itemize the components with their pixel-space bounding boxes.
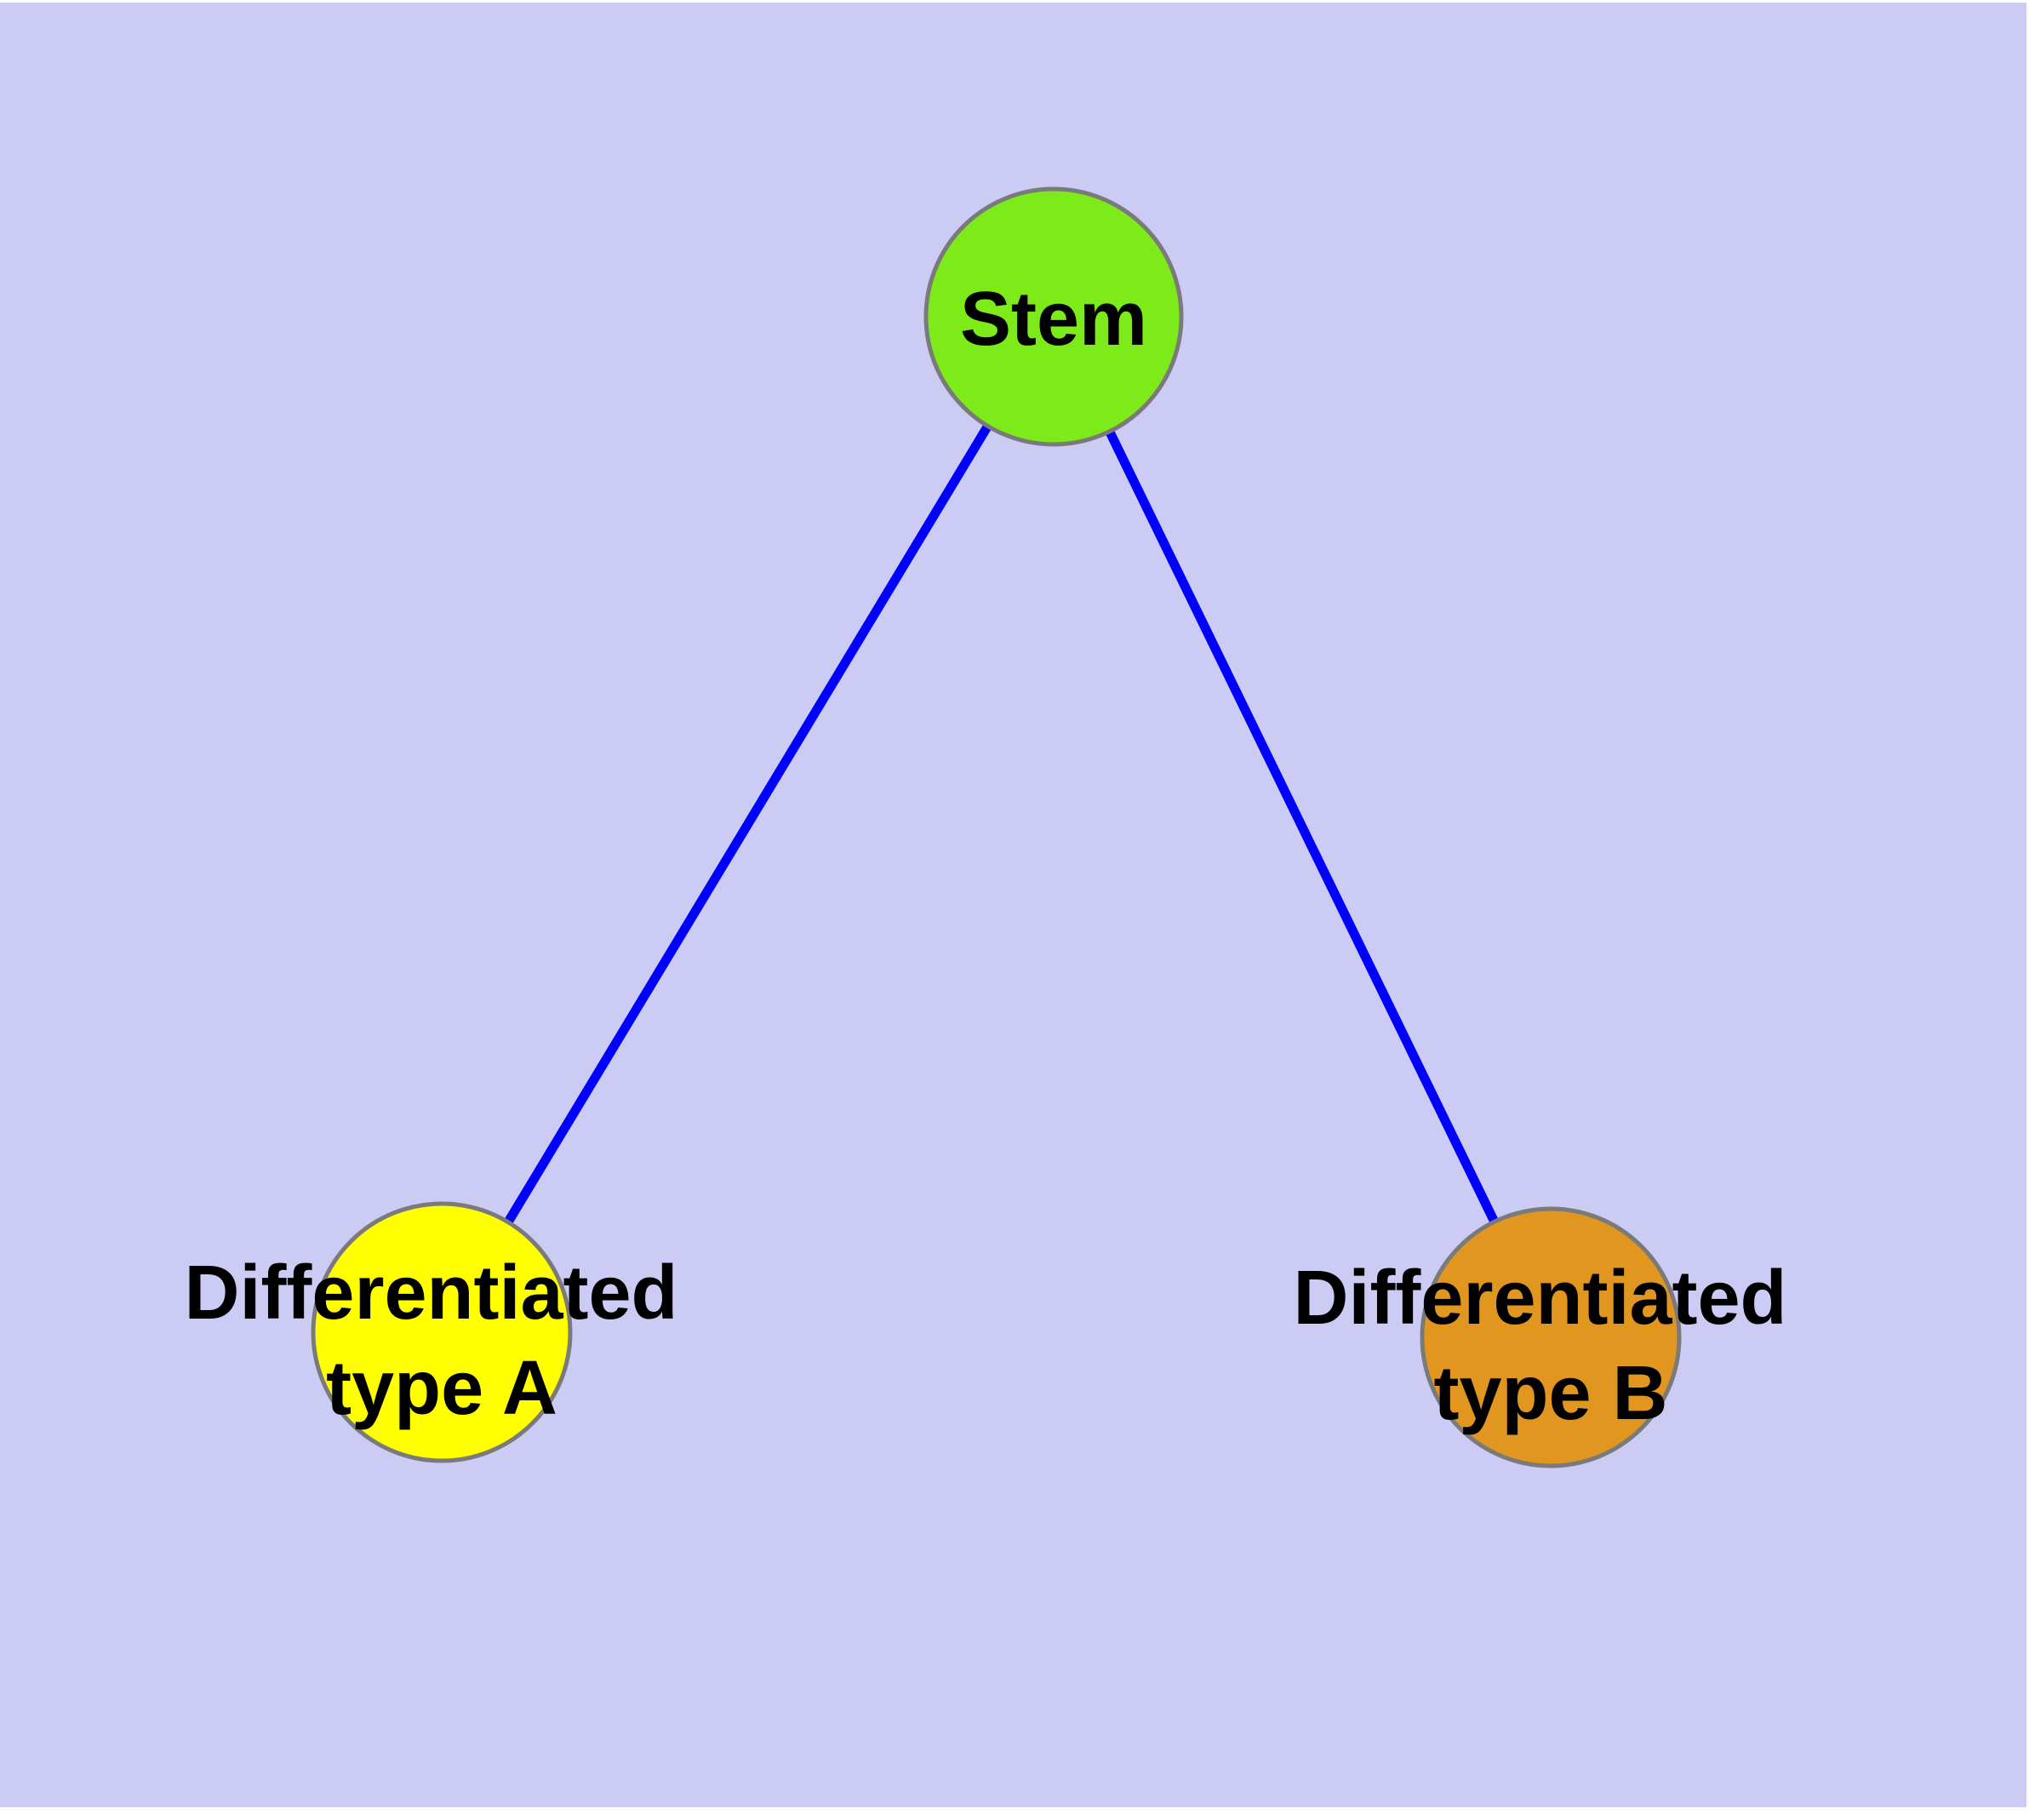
node-label-type-a-line2: type A: [326, 1346, 557, 1431]
node-type-b: [1420, 1206, 1682, 1468]
node-label-type-b-line2: type B: [1433, 1351, 1667, 1436]
node-label-type-a-line1: Differentiated: [184, 1251, 677, 1336]
node-stem: [923, 186, 1184, 447]
edge-stem-to-typeA: [437, 314, 1058, 1335]
node-label-type-b: Differentiated type B: [1293, 1256, 1808, 1436]
node-label-type-b-line1: Differentiated: [1293, 1256, 1786, 1341]
node-label-type-a: Differentiated type A: [184, 1251, 699, 1431]
edge-stem-to-typeB: [1049, 314, 1555, 1340]
node-label-stem: Stem: [960, 277, 1147, 362]
node-type-a: [311, 1201, 573, 1463]
